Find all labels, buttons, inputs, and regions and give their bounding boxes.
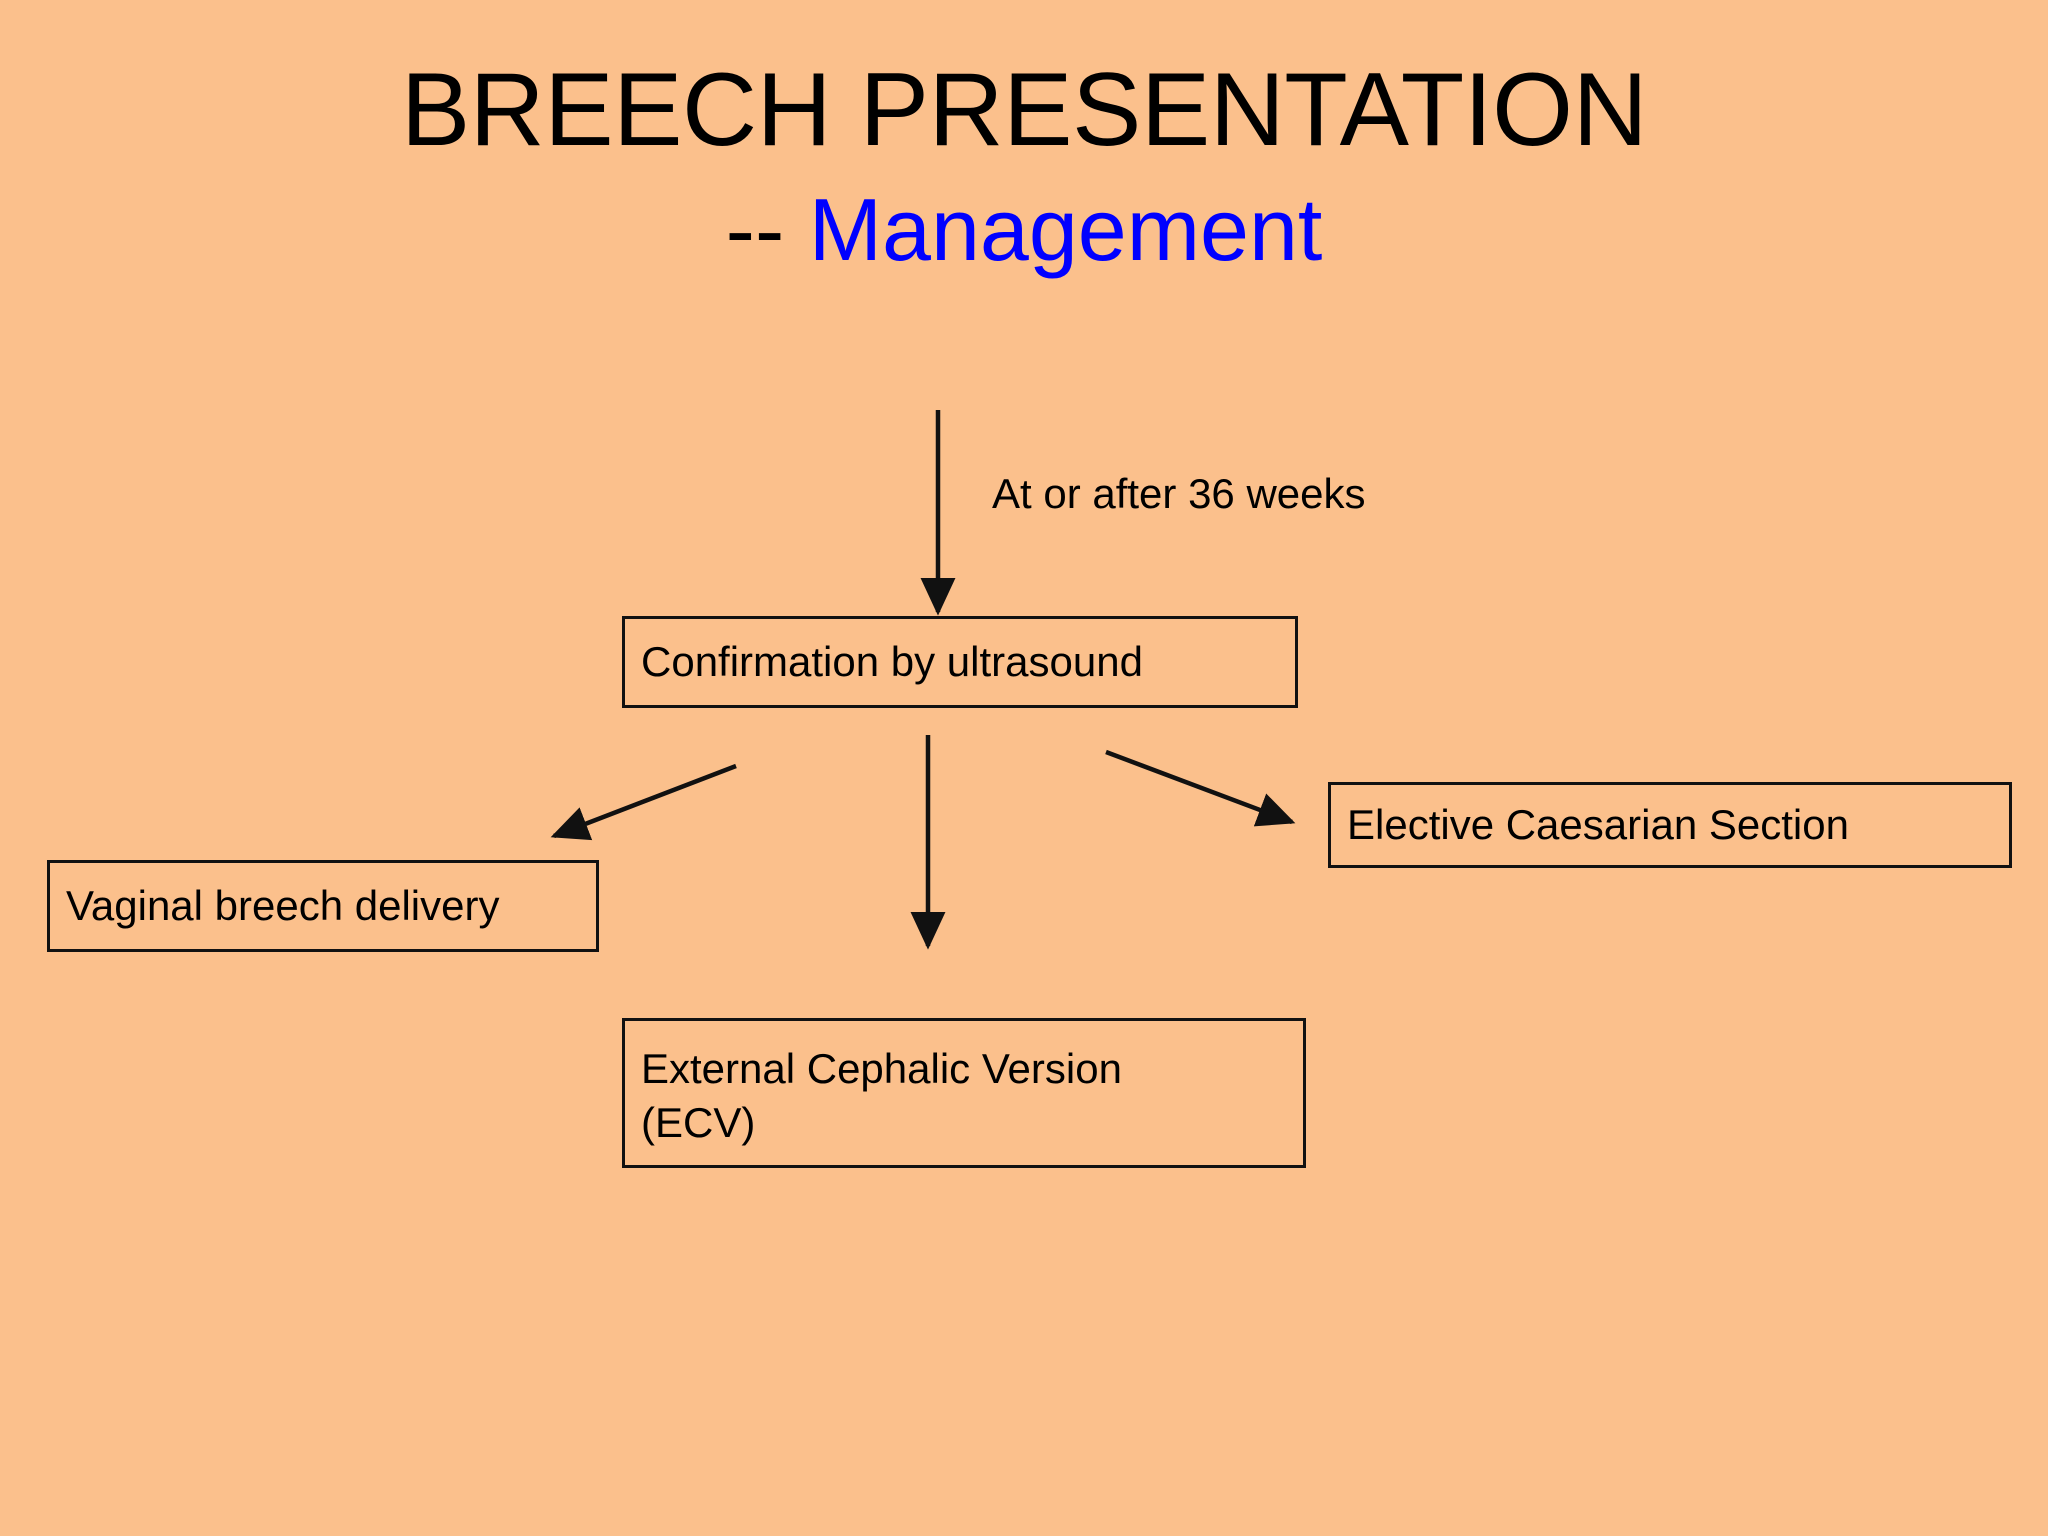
subtitle: -- Management: [0, 186, 2048, 274]
node-confirmation-by-ultrasound[interactable]: Confirmation by ultrasound: [622, 616, 1298, 708]
node-label: Confirmation by ultrasound: [641, 638, 1143, 686]
arrow-ultrasound-to-vaginal: [550, 763, 737, 841]
node-vaginal-breech-delivery[interactable]: Vaginal breech delivery: [47, 860, 599, 952]
node-label: Elective Caesarian Section: [1347, 801, 1849, 849]
node-external-cephalic-version[interactable]: External Cephalic Version (ECV): [622, 1018, 1306, 1168]
title-block: BREECH PRESENTATION -- Management: [0, 58, 2048, 274]
subtitle-emphasis: Management: [808, 180, 1323, 279]
node-label: Vaginal breech delivery: [66, 882, 500, 930]
node-label-line-1: External Cephalic Version: [641, 1045, 1122, 1093]
subtitle-dashes: --: [725, 180, 809, 279]
edge-label-at-or-after-36-weeks: At or after 36 weeks: [992, 470, 1366, 517]
arrow-ultrasound-to-caesarian: [1105, 749, 1296, 827]
page-title: BREECH PRESENTATION: [400, 52, 1648, 168]
node-label-line-2: (ECV): [641, 1099, 756, 1146]
node-elective-caesarian-section[interactable]: Elective Caesarian Section: [1328, 782, 2012, 868]
